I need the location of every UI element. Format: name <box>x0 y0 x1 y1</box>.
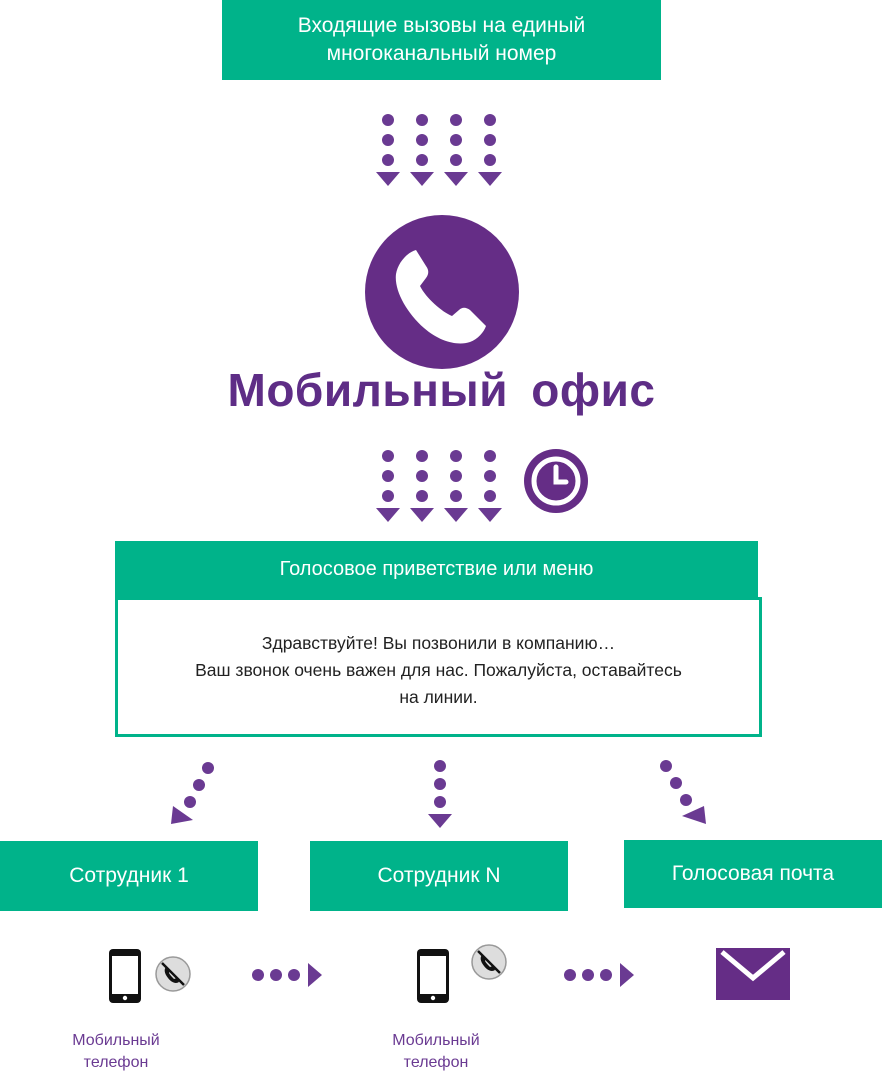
no-call-icon <box>471 944 507 980</box>
dotted-arrow-left <box>171 762 214 824</box>
envelope-icon <box>716 948 790 1000</box>
greeting-line3: на линии. <box>399 686 478 707</box>
dotted-arrow-center <box>428 760 452 828</box>
clock-icon <box>524 449 588 513</box>
incoming-calls-line1: Входящие вызовы на единый <box>297 14 586 37</box>
phone-handset-icon <box>365 215 519 369</box>
dotted-arrow-horizontal-1 <box>252 963 322 987</box>
mobile-phone-icon <box>417 949 449 1003</box>
employee-n-box: Сотрудник N <box>310 841 568 911</box>
dotted-arrows-top <box>376 114 502 186</box>
greeting-message-box: Здравствуйте! Вы позвонили в компанию… В… <box>115 597 762 737</box>
incoming-calls-line2: многоканальный номер <box>326 42 557 65</box>
mobile-phone-icon <box>109 949 141 1003</box>
greeting-line1: Здравствуйте! Вы позвонили в компанию… <box>261 632 616 653</box>
brand-title: Мобильный офис <box>227 364 656 416</box>
mobile-phone-caption-2: Мобильный телефон <box>392 1032 480 1071</box>
incoming-calls-box: Входящие вызовы на единый многоканальный… <box>222 0 661 80</box>
voicemail-box: Голосовая почта <box>624 840 882 908</box>
greeting-line2: Ваш звонок очень важен для нас. Пожалуйс… <box>195 659 682 680</box>
no-call-icon <box>155 956 191 992</box>
employee-1-box: Сотрудник 1 <box>0 841 258 911</box>
dotted-arrows-middle <box>376 450 502 522</box>
dotted-arrow-horizontal-2 <box>564 963 634 987</box>
dotted-arrow-right <box>660 760 706 824</box>
mobile-phone-caption-1: Мобильный телефон <box>72 1032 160 1071</box>
greeting-header: Голосовое приветствие или меню <box>115 541 758 597</box>
